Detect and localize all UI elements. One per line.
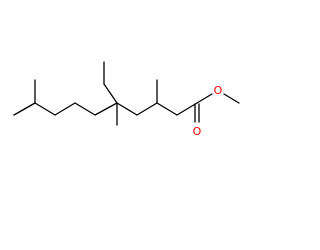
carbonyl-oxygen-label: O xyxy=(193,125,202,138)
bond xyxy=(136,102,158,116)
bond xyxy=(13,102,36,116)
bond xyxy=(176,102,198,116)
bond xyxy=(94,102,118,116)
bond xyxy=(196,93,213,104)
bond xyxy=(34,102,56,116)
bond xyxy=(54,102,76,116)
bond xyxy=(103,83,118,104)
bond xyxy=(223,93,240,104)
ester-oxygen-label: O xyxy=(214,84,223,97)
molecule-structure: O O xyxy=(13,61,240,138)
bond xyxy=(156,102,178,116)
bond xyxy=(74,102,96,116)
bond xyxy=(116,102,138,116)
